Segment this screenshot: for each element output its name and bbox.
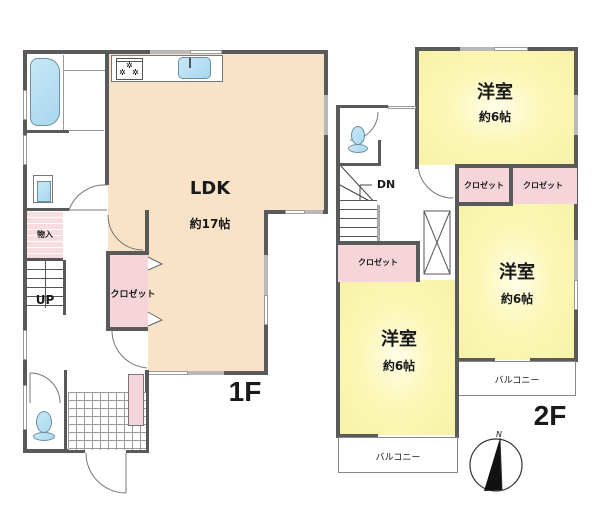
yoshitsu-top-size: 約6帖 bbox=[478, 110, 512, 124]
wall bbox=[23, 449, 85, 453]
yoshitsu-left-size: 約6帖 bbox=[382, 359, 416, 373]
wall bbox=[23, 50, 27, 452]
window bbox=[264, 295, 268, 325]
wall bbox=[63, 260, 66, 315]
window bbox=[305, 210, 323, 214]
window bbox=[324, 95, 328, 135]
closet-2f-a bbox=[455, 164, 513, 206]
wall bbox=[378, 140, 381, 166]
stairs-rail bbox=[45, 258, 46, 308]
sink-icon bbox=[178, 57, 211, 79]
compass-icon bbox=[469, 437, 523, 492]
closet-2f-b bbox=[513, 164, 577, 204]
closet-2f-c-label: クロゼット bbox=[358, 258, 398, 267]
yoshitsu-right-size: 約6帖 bbox=[500, 292, 534, 306]
wall bbox=[336, 320, 340, 380]
washbasin-icon bbox=[33, 175, 53, 203]
partition bbox=[63, 55, 64, 130]
yoshitsu-room-left bbox=[340, 280, 455, 435]
window bbox=[23, 330, 27, 360]
partition bbox=[68, 130, 104, 131]
window bbox=[23, 385, 27, 430]
balcony-right-label: バルコニー bbox=[494, 376, 540, 386]
wall bbox=[336, 434, 378, 438]
toilet-icon bbox=[36, 411, 52, 433]
toilet-tank-icon bbox=[33, 432, 55, 441]
closet-1f-label: クロゼット bbox=[110, 290, 156, 300]
shoe-cabinet bbox=[128, 374, 144, 426]
wall bbox=[23, 208, 69, 211]
wall bbox=[224, 371, 268, 375]
stairs-rail bbox=[377, 205, 380, 245]
wall bbox=[126, 449, 148, 453]
toilet-tank-icon bbox=[348, 144, 368, 153]
balcony-right bbox=[458, 361, 576, 396]
stove-icon: ✲ ✲ ✲ bbox=[116, 58, 143, 80]
floor-label-2f: 2F bbox=[533, 400, 567, 431]
yoshitsu-room-top bbox=[419, 50, 574, 165]
storage-label: 物入 bbox=[37, 230, 53, 239]
ldk-room-left bbox=[108, 205, 150, 253]
closet-2f-a-label: クロゼット bbox=[464, 181, 504, 190]
window bbox=[574, 95, 578, 135]
wall bbox=[455, 240, 459, 438]
window bbox=[285, 210, 305, 214]
ldk-room-lower bbox=[148, 205, 266, 371]
window bbox=[264, 255, 268, 295]
window bbox=[460, 47, 494, 51]
window bbox=[23, 135, 27, 165]
closet-1f bbox=[106, 251, 148, 331]
wall bbox=[64, 370, 67, 452]
wall bbox=[105, 50, 109, 185]
window bbox=[574, 280, 578, 310]
wall bbox=[336, 105, 388, 108]
compass-north-label: N bbox=[496, 430, 502, 439]
window bbox=[188, 371, 224, 375]
floor-label-1f: 1F bbox=[228, 376, 262, 407]
window bbox=[23, 90, 27, 120]
wall bbox=[455, 358, 495, 362]
closet-2f-b-label: クロゼット bbox=[523, 181, 563, 190]
window bbox=[388, 106, 416, 109]
bathtub-icon bbox=[30, 58, 60, 126]
yoshitsu-right-label: 洋室 bbox=[499, 262, 535, 283]
balcony-left bbox=[338, 437, 458, 473]
yoshitsu-top-label: 洋室 bbox=[477, 82, 513, 103]
wall bbox=[415, 47, 419, 169]
wall bbox=[145, 370, 149, 453]
wall bbox=[530, 358, 578, 362]
yoshitsu-left-label: 洋室 bbox=[381, 329, 417, 350]
stairs-up-label: UP bbox=[35, 293, 55, 307]
storage-monoire bbox=[27, 211, 63, 259]
window bbox=[494, 47, 528, 51]
window bbox=[574, 240, 578, 280]
yoshitsu-room-right bbox=[458, 200, 574, 360]
wall bbox=[145, 210, 149, 255]
partition bbox=[64, 70, 105, 71]
wall bbox=[336, 163, 381, 166]
stairs-down bbox=[340, 200, 377, 245]
stairs-down-label: DN bbox=[376, 178, 396, 191]
closet-2f-c bbox=[338, 241, 420, 282]
balcony-left-label: バルコニー bbox=[375, 453, 421, 463]
window bbox=[150, 50, 190, 54]
ldk-label: LDK bbox=[189, 178, 231, 199]
ldk-size: 約17帖 bbox=[189, 217, 231, 231]
wall bbox=[23, 130, 69, 133]
wall bbox=[574, 47, 578, 362]
toilet-icon bbox=[351, 126, 365, 145]
window bbox=[190, 50, 222, 54]
